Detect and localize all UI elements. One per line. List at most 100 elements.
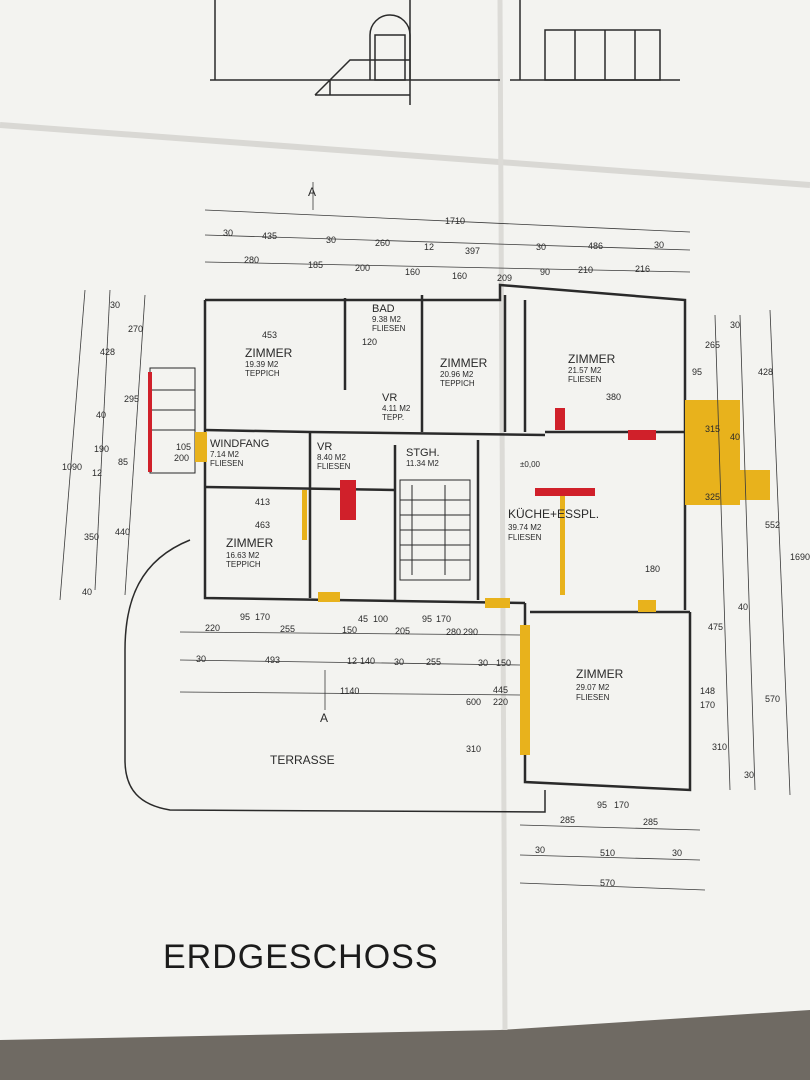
dim-top2: 280	[244, 255, 259, 265]
dim-left: 440	[115, 527, 130, 537]
room-zimmer-5: ZIMMER 29.07 M2 FLIESEN	[576, 667, 624, 702]
fold-line-horizontal	[0, 122, 810, 188]
dim-misc: 170	[700, 700, 715, 710]
dim-left: 350	[84, 532, 99, 542]
dim-top: 30	[326, 235, 336, 245]
dim-top-total: 1710	[445, 216, 465, 226]
room-zimmer-2: ZIMMER 20.96 M2 TEPPICH	[440, 356, 488, 388]
dim-top2: 160	[405, 267, 420, 277]
dim-left: 40	[82, 587, 92, 597]
dim-top2: 90	[540, 267, 550, 277]
dim-top2: 210	[578, 265, 593, 275]
room-area: 19.39 M2	[245, 360, 279, 369]
dim-lower: 285	[560, 815, 575, 825]
dim-right: 310	[712, 742, 727, 752]
room-name: KÜCHE+ESSPL.	[508, 507, 599, 521]
dim-bottom2: 150	[496, 658, 511, 668]
dim-top: 397	[465, 246, 480, 256]
dim-right: 1690	[790, 552, 810, 562]
dim-top: 435	[262, 231, 277, 241]
dim-bottom: 255	[280, 624, 295, 634]
room-area: 7.14 M2	[210, 450, 239, 459]
dim-misc: 120	[362, 337, 377, 347]
elevation-drawing	[210, 0, 680, 105]
dim-right: 428	[758, 367, 773, 377]
dim-left: 270	[128, 324, 143, 334]
dim-bottom2: 140	[360, 656, 375, 666]
room-name: ZIMMER	[245, 346, 293, 360]
room-floor: TEPPICH	[440, 379, 475, 388]
dim-lower: 570	[600, 878, 615, 888]
room-area: 4.11 M2	[382, 404, 411, 413]
dim-bottom3: 220	[493, 697, 508, 707]
dim-lower: 30	[535, 845, 545, 855]
dim-bottom: 150	[342, 625, 357, 635]
terrace-label: TERRASSE	[270, 753, 335, 767]
dim-top: 260	[375, 238, 390, 248]
room-name: ZIMMER	[440, 356, 488, 370]
dim-bottom: 95	[422, 614, 432, 624]
dim-bottom: 170	[436, 614, 451, 624]
dim-bottom: 205	[395, 626, 410, 636]
dim-left: 295	[124, 394, 139, 404]
room-floor: FLIESEN	[576, 693, 610, 702]
dim-top: 30	[536, 242, 546, 252]
dim-left: 85	[118, 457, 128, 467]
dim-bottom3: 310	[466, 744, 481, 754]
dim-bottom: 290	[463, 627, 478, 637]
room-windfang: WINDFANG 7.14 M2 FLIESEN	[210, 438, 269, 468]
dim-right: 30	[744, 770, 754, 780]
dim-right: 315	[705, 424, 720, 434]
dim-lower: 510	[600, 848, 615, 858]
dim-misc: 105	[176, 442, 191, 452]
room-area: 20.96 M2	[440, 370, 474, 379]
room-name: VR	[317, 441, 332, 453]
paper-sheet	[0, 0, 810, 1040]
dim-right: 570	[765, 694, 780, 704]
dimension-lines	[59, 182, 791, 891]
dim-misc: 200	[174, 453, 189, 463]
dim-bottom: 95	[240, 612, 250, 622]
room-floor: FLIESEN	[568, 375, 602, 384]
room-area: 39.74 M2	[508, 523, 542, 532]
dim-top: 30	[654, 240, 664, 250]
room-area: 8.40 M2	[317, 453, 346, 462]
room-area: 21.57 M2	[568, 366, 602, 375]
room-floor: FLIESEN	[372, 324, 406, 333]
dim-bottom2: 30	[196, 654, 206, 664]
dim-top2: 160	[452, 271, 467, 281]
room-area: 11.34 M2	[406, 459, 439, 468]
staircase	[149, 367, 471, 581]
dim-lower: 95	[597, 800, 607, 810]
dim-left: 40	[96, 410, 106, 420]
dim-bottom: 100	[373, 614, 388, 624]
room-stgh: STGH. 11.34 M2	[406, 447, 440, 468]
dim-bottom3: 600	[466, 697, 481, 707]
dim-misc: 380	[606, 392, 621, 402]
room-floor: TEPPICH	[226, 560, 261, 569]
room-zimmer-4: ZIMMER 16.63 M2 TEPPICH	[226, 536, 274, 569]
dim-bottom: 280	[446, 627, 461, 637]
room-name: WINDFANG	[210, 438, 269, 450]
room-zimmer-3: ZIMMER 21.57 M2 FLIESEN	[568, 352, 616, 384]
dim-bottom3: 445	[493, 685, 508, 695]
plan-walls	[203, 283, 692, 792]
dim-bottom3: 1140	[340, 686, 359, 696]
level-mark: ±0,00	[520, 460, 541, 469]
dim-right: 40	[738, 602, 748, 612]
dim-top2: 200	[355, 263, 370, 273]
dim-right: 325	[705, 492, 720, 502]
room-name: STGH.	[406, 447, 440, 459]
dim-misc: 453	[262, 330, 277, 340]
dim-bottom: 220	[205, 623, 220, 633]
dim-bottom2: 493	[265, 655, 280, 665]
dim-bottom: 45	[358, 614, 368, 624]
dim-bottom2: 30	[394, 657, 404, 667]
dim-misc: 180	[645, 564, 660, 574]
dim-left: 190	[94, 444, 109, 454]
dim-top: 486	[588, 241, 603, 251]
room-name: BAD	[372, 303, 395, 315]
dim-top: 12	[424, 242, 434, 252]
dim-bottom2: 255	[426, 657, 441, 667]
